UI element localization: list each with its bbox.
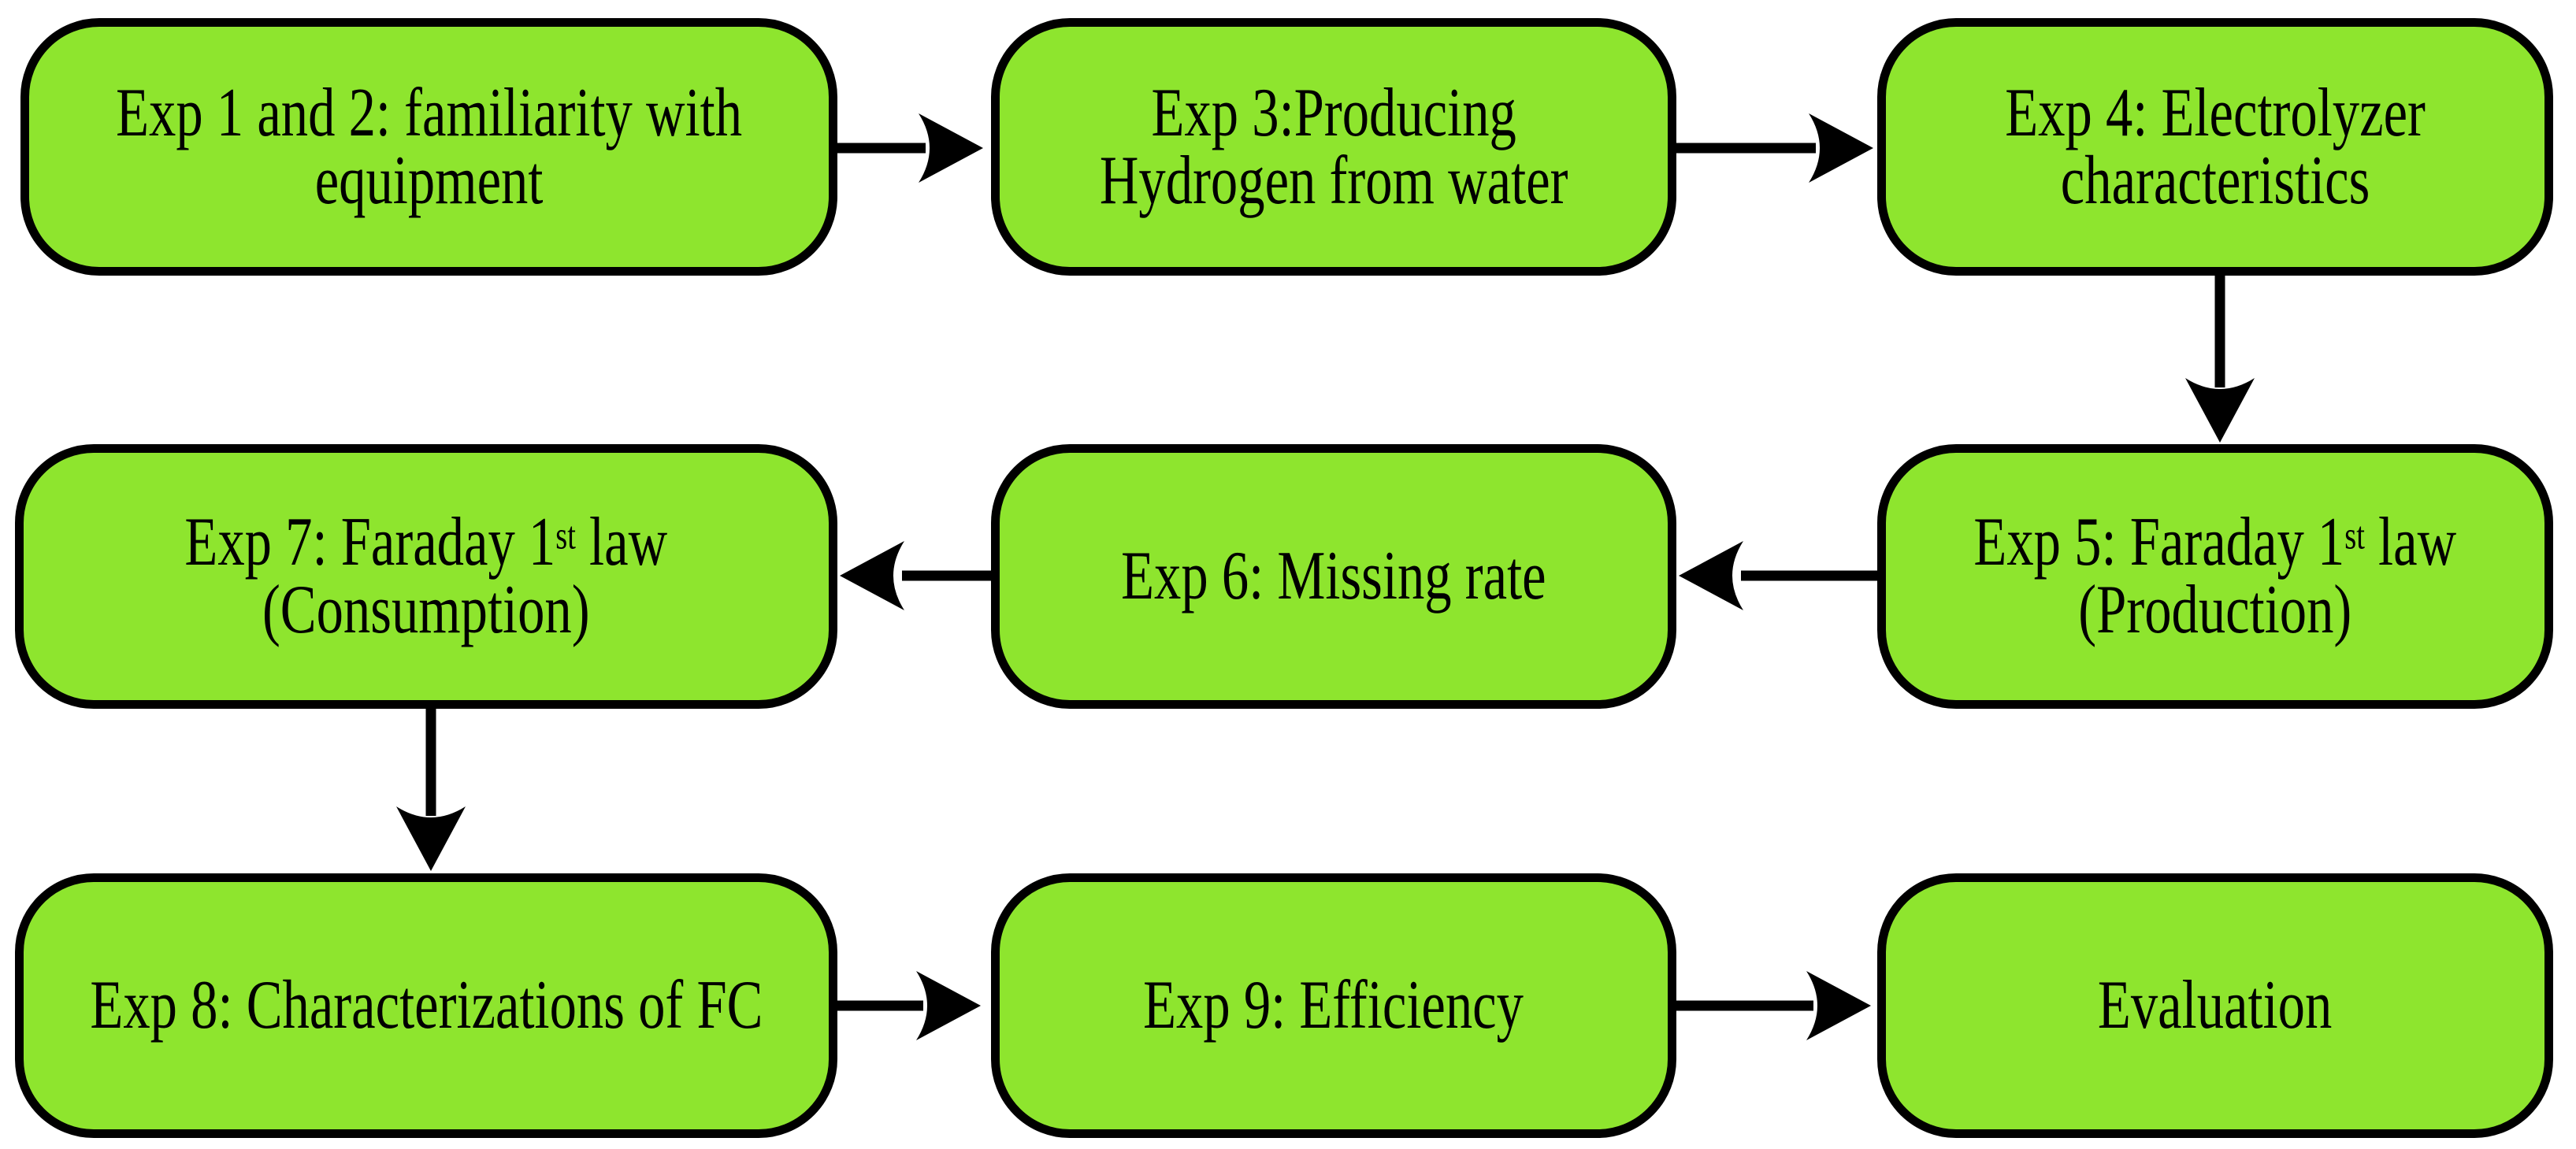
node-exp9-label: Exp 9: Efficiency — [1143, 967, 1524, 1043]
edge-exp4-to-exp5 — [2185, 276, 2255, 443]
arrowhead-right-icon — [1806, 971, 1871, 1040]
arrowhead-down-icon — [396, 806, 466, 871]
node-exp9: Exp 9: Efficiency — [991, 873, 1676, 1138]
arrowhead-right-icon — [919, 113, 983, 183]
node-exp6: Exp 6: Missing rate — [991, 444, 1676, 709]
edge-exp7-to-exp8 — [396, 709, 466, 871]
node-evaluation-label: Evaluation — [2098, 967, 2333, 1043]
node-evaluation: Evaluation — [1877, 873, 2553, 1138]
edge-exp1-2-to-exp3 — [837, 113, 983, 183]
node-exp5: Exp 5: Faraday 1st law(Production) — [1877, 444, 2553, 709]
node-exp8: Exp 8: Characterizations of FC — [15, 873, 837, 1138]
arrowhead-left-icon — [840, 541, 904, 610]
edge-exp5-to-exp6 — [1679, 541, 1877, 610]
arrowhead-down-icon — [2185, 378, 2255, 443]
arrowhead-left-icon — [1679, 541, 1743, 610]
arrowhead-right-icon — [916, 971, 981, 1040]
node-exp6-label: Exp 6: Missing rate — [1121, 538, 1546, 614]
node-exp7-label: Exp 7: Faraday 1st law(Consumption) — [184, 504, 668, 648]
node-exp7: Exp 7: Faraday 1st law(Consumption) — [15, 444, 837, 709]
edge-exp6-to-exp7 — [840, 541, 993, 610]
node-exp8-label: Exp 8: Characterizations of FC — [90, 967, 763, 1043]
arrowhead-right-icon — [1809, 113, 1873, 183]
edge-exp3-to-exp4 — [1676, 113, 1873, 183]
edge-exp8-to-exp9 — [837, 971, 981, 1040]
edge-exp9-to-evaluation — [1676, 971, 1871, 1040]
node-exp5-label: Exp 5: Faraday 1st law(Production) — [1973, 504, 2457, 648]
